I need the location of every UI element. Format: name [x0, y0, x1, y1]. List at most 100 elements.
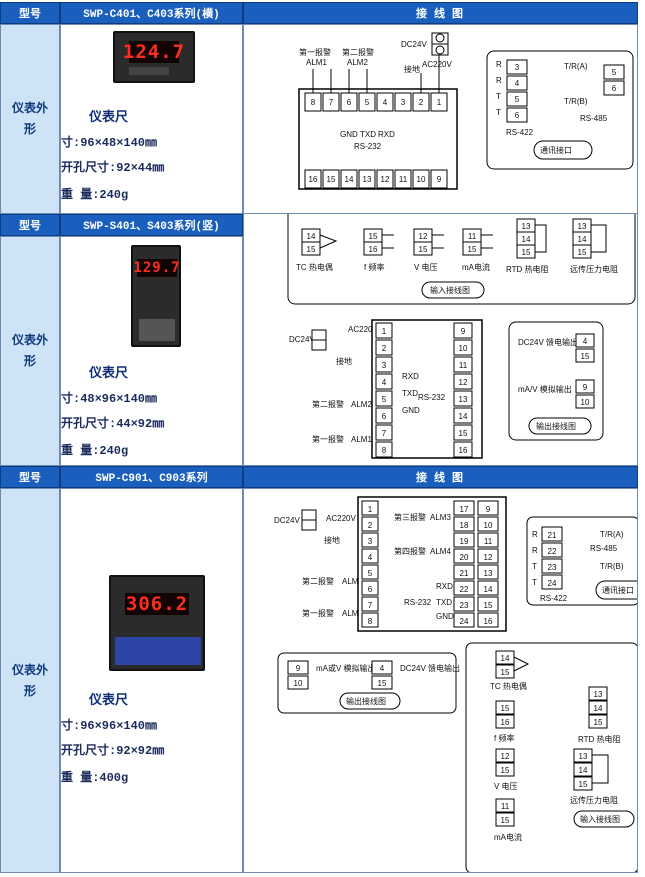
svg-text:9: 9: [583, 383, 588, 392]
svg-text:15: 15: [378, 679, 387, 688]
svg-text:11: 11: [399, 175, 408, 184]
row2-side-label: 仪表外形: [0, 236, 60, 466]
svg-text:12: 12: [501, 752, 510, 761]
svg-text:24: 24: [460, 617, 469, 626]
svg-text:19: 19: [460, 537, 469, 546]
spec-size: 寸:48×96×140㎜: [61, 392, 158, 406]
svg-text:14: 14: [579, 766, 588, 775]
svg-text:6: 6: [347, 98, 352, 107]
svg-text:15: 15: [594, 718, 603, 727]
svg-text:1: 1: [437, 98, 442, 107]
txd-label: TXD: [360, 130, 376, 139]
tra-label: T/R(A): [600, 530, 624, 539]
input-wiring-title: 输入接线图: [430, 285, 470, 295]
svg-text:16: 16: [459, 446, 468, 455]
svg-text:6: 6: [612, 84, 617, 93]
spec-cutout: 开孔尺寸:44×92㎜: [61, 417, 165, 431]
svg-text:15: 15: [579, 780, 588, 789]
svg-text:5: 5: [365, 98, 370, 107]
meter-horizontal-image: 124.7: [113, 31, 195, 83]
svg-text:T: T: [532, 578, 537, 587]
svg-text:15: 15: [581, 352, 590, 361]
svg-text:15: 15: [501, 704, 510, 713]
svg-text:R: R: [532, 530, 538, 539]
svg-text:2: 2: [419, 98, 424, 107]
alm2-label: 第二报警: [342, 47, 374, 57]
txd-label: TXD: [436, 598, 452, 607]
trb-label: T/R(B): [564, 97, 588, 106]
row2-model-header: SWP-S401、S403系列(竖): [60, 214, 243, 236]
svg-text:TC 热电偶: TC 热电偶: [490, 681, 527, 691]
col2-terminals: 17 18 19 20 21 22 23 24: [453, 500, 475, 628]
row1-side-label: 仪表外形: [0, 24, 60, 214]
svg-text:R: R: [532, 546, 538, 555]
col1-terminals: 1 2 3 4 5 6 7 8: [361, 500, 379, 628]
svg-text:V 电压: V 电压: [414, 262, 438, 272]
svg-text:23: 23: [548, 563, 557, 572]
svg-text:14: 14: [501, 654, 510, 663]
spec-size: 寸:96×96×140㎜: [61, 719, 158, 733]
svg-text:17: 17: [460, 505, 469, 514]
svg-text:mA电流: mA电流: [494, 832, 522, 842]
svg-text:23: 23: [460, 601, 469, 610]
svg-text:4: 4: [368, 553, 373, 562]
alm2-code: ALM2: [347, 58, 368, 67]
rs485-label: RS-485: [580, 114, 608, 123]
svg-text:9: 9: [461, 327, 466, 336]
svg-text:13: 13: [363, 175, 372, 184]
spec-title: 仪表尺: [89, 366, 129, 381]
row1-diagram-cell: 第一报警 ALM1 第二报警 ALM2 DC24V 接地 AC220V 8 7 …: [243, 24, 638, 214]
input-groups: 14 15 TC 热电偶 15 16 f 频率 12 15 V 电压 11 15…: [296, 218, 618, 274]
svg-text:3: 3: [515, 63, 520, 72]
svg-text:5: 5: [382, 395, 387, 404]
svg-text:14: 14: [522, 235, 531, 244]
svg-text:mA电流: mA电流: [462, 262, 490, 272]
svg-text:11: 11: [459, 361, 468, 370]
spec-weight: 重 量:240g: [61, 444, 129, 458]
ac220v-label: AC220V: [422, 60, 452, 69]
svg-text:11: 11: [484, 537, 493, 546]
rs232-label: RS-232: [354, 142, 382, 151]
alm3-code: ALM3: [430, 513, 451, 522]
dc24v-label: DC24V: [289, 335, 315, 344]
svg-text:TC 热电偶: TC 热电偶: [296, 262, 333, 272]
wiring-diagram-1: 第一报警 ALM1 第二报警 ALM2 DC24V 接地 AC220V 8 7 …: [298, 32, 634, 190]
svg-text:13: 13: [459, 395, 468, 404]
spec-title: 仪表尺: [89, 110, 129, 125]
analog-output-label: mA或V 模拟输出: [316, 663, 376, 673]
svg-text:6: 6: [382, 412, 387, 421]
svg-text:V 电压: V 电压: [494, 781, 518, 791]
rs232-label: RS-232: [404, 598, 432, 607]
col3-terminals: 9 10 11 12 13 14 15 16: [477, 500, 499, 628]
svg-text:10: 10: [459, 344, 468, 353]
svg-text:21: 21: [460, 569, 469, 578]
svg-text:RTD 热电阻: RTD 热电阻: [506, 264, 549, 274]
svg-text:4: 4: [383, 98, 388, 107]
svg-text:4: 4: [380, 664, 385, 673]
svg-text:T: T: [496, 92, 501, 101]
svg-text:f 频率: f 频率: [494, 733, 514, 743]
rs422-label: RS-422: [506, 128, 534, 137]
svg-text:8: 8: [368, 617, 373, 626]
svg-text:1: 1: [382, 327, 387, 336]
dc24v-label: DC24V: [401, 40, 427, 49]
alm1-label: 第一报警: [302, 608, 334, 618]
right-terminals: 9 10 11 12 13 14 15 16: [453, 322, 473, 458]
alm1-label: 第一报警: [312, 434, 344, 444]
alm4-code: ALM4: [430, 547, 451, 556]
row2-diagram-cell: 14 15 TC 热电偶 15 16 f 频率 12 15 V 电压 11 15…: [243, 205, 638, 466]
row3-side-label: 仪表外形: [0, 488, 60, 873]
meter-display: 129.7: [133, 259, 181, 277]
svg-text:10: 10: [484, 521, 493, 530]
svg-text:5: 5: [515, 95, 520, 104]
svg-text:10: 10: [581, 398, 590, 407]
ground-label: 接地: [324, 535, 340, 545]
alm2-label: 第二报警: [312, 399, 344, 409]
svg-text:11: 11: [501, 802, 510, 811]
dc24v-label: DC24V: [274, 516, 300, 525]
spec-cutout: 开孔尺寸:92×92㎜: [61, 744, 165, 758]
svg-text:13: 13: [578, 222, 587, 231]
svg-text:15: 15: [522, 248, 531, 257]
row1-model-header: SWP-C401、C403系列(横): [60, 2, 243, 24]
svg-text:11: 11: [468, 232, 477, 241]
